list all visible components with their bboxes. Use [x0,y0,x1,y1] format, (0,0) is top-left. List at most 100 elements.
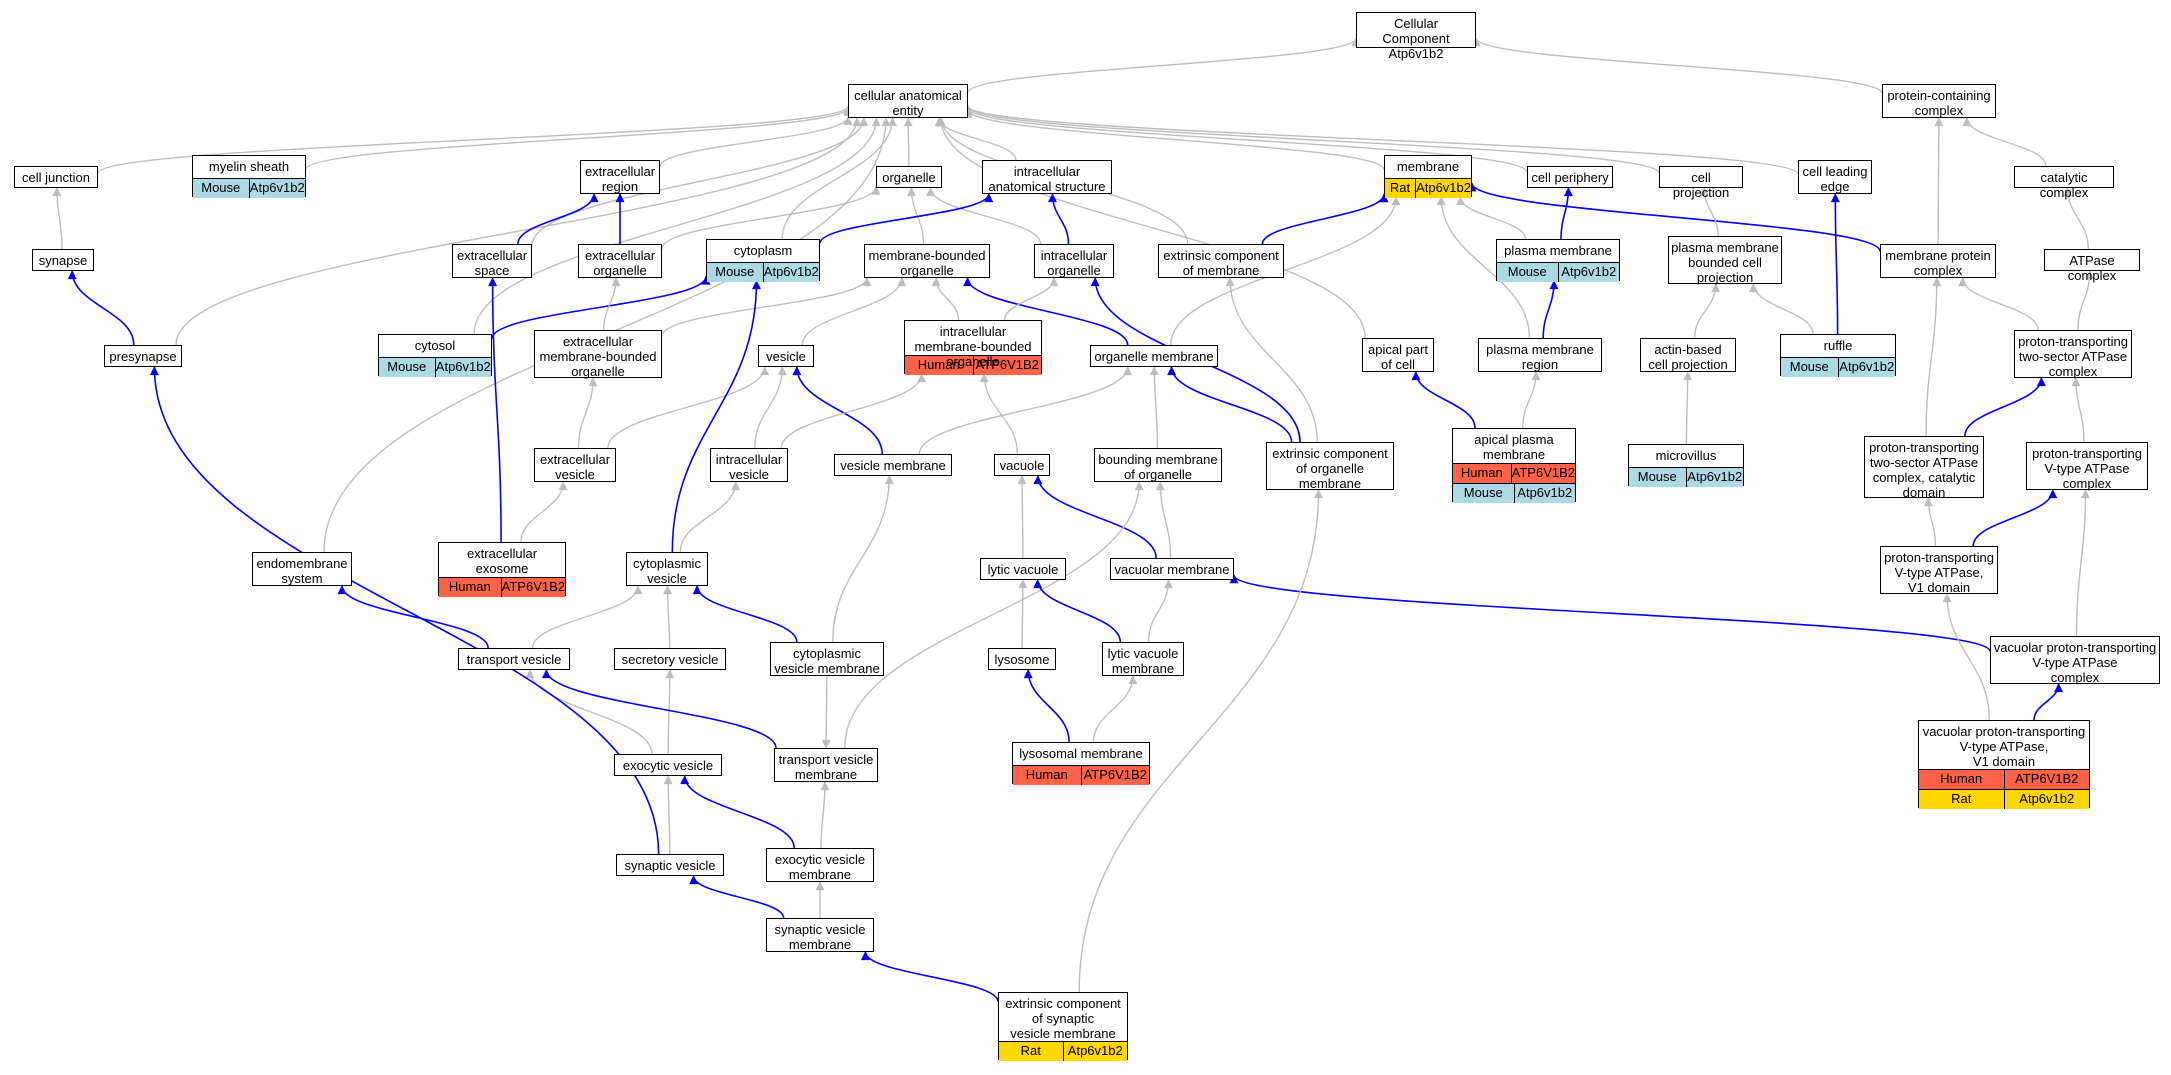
go-term-node[interactable]: extracellular space [452,244,532,278]
go-term-node[interactable]: transport vesicle [458,648,570,670]
go-term-node[interactable]: extrinsic component of organelle membran… [1266,442,1394,491]
is-a-edge [1436,196,1531,339]
is-a-edge [1147,579,1173,643]
go-term-label: extrinsic component of synaptic vesicle … [1005,996,1121,1041]
go-term-node[interactable]: transport vesicle membrane [774,748,878,782]
is-a-edge [979,373,1019,455]
go-term-node[interactable]: organelle membrane [1090,345,1218,367]
go-term-node[interactable]: cell junction [14,166,98,188]
go-term-node[interactable]: cytoplasmic vesicle membrane [770,642,884,676]
go-term-node[interactable]: proton-transporting V-type ATPase, V1 do… [1880,546,1998,595]
go-term-node[interactable]: presynapse [104,345,182,367]
go-term-node[interactable]: proton-transporting two-sector ATPase co… [2014,330,2132,379]
species-cell: Human [1460,465,1503,480]
go-term-node[interactable]: intracellular organelle [1034,244,1114,278]
go-term-node[interactable]: proton-transporting V-type ATPase comple… [2026,442,2148,491]
go-term-node[interactable]: vacuole [994,454,1050,476]
go-term-node[interactable]: bounding membrane of organelle [1094,448,1222,482]
go-term-label: presynapse [109,349,177,364]
go-term-node[interactable]: lytic vacuole membrane [1102,642,1184,676]
go-term-node[interactable]: synaptic vesicle [616,854,724,876]
go-term-node[interactable]: extrinsic component of synaptic vesicle … [998,992,1128,1061]
go-term-node[interactable]: proton-transporting two-sector ATPase co… [1864,436,1984,500]
go-term-node[interactable]: plasma membrane bounded cell projection [1668,236,1782,285]
go-term-node[interactable]: extracellular organelle [578,244,662,278]
go-term-node[interactable]: intracellular anatomical structure [982,160,1112,194]
go-term-label: apical plasma membrane [1474,432,1554,462]
go-term-node[interactable]: organelle [876,166,942,188]
part-of-edge [1048,193,1070,245]
go-term-node[interactable]: exocytic vesicle [614,754,722,776]
go-term-node[interactable]: endomembrane system [252,552,352,586]
go-term-node[interactable]: extracellular membrane-bounded organelle [534,330,662,379]
go-term-node[interactable]: synapse [32,249,94,271]
go-term-node[interactable]: catalytic complex [2014,166,2114,200]
part-of-edge [1033,579,1122,643]
species-cell: Mouse [715,264,755,279]
go-term-node[interactable]: cell projection [1659,166,1743,200]
is-a-edge [659,115,853,167]
go-term-node[interactable]: synaptic vesicle membrane [766,918,874,952]
go-term-label: extracellular space [456,248,528,278]
go-term-label: proton-transporting V-type ATPase, V1 do… [1884,550,1994,595]
go-term-node[interactable]: ATPase complex [2044,249,2140,283]
go-term-node[interactable]: cellular anatomical entity [848,84,968,118]
part-of-edge [819,193,994,244]
go-term-node[interactable]: lysosome [988,648,1056,670]
is-a-edge [525,669,653,755]
go-term-node[interactable]: cell leading edge [1798,160,1872,194]
go-term-node[interactable]: Cellular Component Atp6v1b2 [1356,12,1476,61]
is-a-edge [52,187,63,250]
part-of-edge [1542,280,1559,339]
go-term-node[interactable]: lytic vacuole [980,558,1066,580]
go-term-node[interactable]: intracellular membrane-bounded organelle… [904,320,1042,375]
go-term-node[interactable]: membrane-bounded organelle [864,244,990,278]
go-term-node[interactable]: cytoplasmic vesicle [626,552,708,586]
species-cell: Rat [1020,1043,1041,1058]
go-term-node[interactable]: vacuolar proton-transporting V-type ATPa… [1918,720,2090,809]
go-term-node[interactable]: exocytic vesicle membrane [766,848,874,882]
go-term-label: synaptic vesicle [624,858,716,873]
part-of-edge [2033,683,2064,721]
go-term-node[interactable]: secretory vesicle [614,648,726,670]
go-term-node[interactable]: extrinsic component of membrane [1158,244,1284,278]
go-term-label: vacuole [999,458,1045,473]
go-term-node[interactable]: apical part of cell [1362,338,1434,372]
go-term-node[interactable]: vesicle [758,345,814,367]
go-term-node[interactable]: intracellular vesicle [710,448,788,482]
go-term-node[interactable]: vacuolar proton-transporting V-type ATPa… [1990,636,2160,685]
go-term-node[interactable]: protein-containing complex [1882,84,1996,118]
go-term-node[interactable]: cell periphery [1527,166,1613,188]
go-term-node[interactable]: vacuolar membrane [1110,558,1234,580]
gene-cell: Atp6v1b2 [248,179,306,198]
go-term-label: cytoplasm [733,243,793,258]
go-term-node[interactable]: vesicle membrane [834,454,952,476]
part-of-edge [1229,574,1991,653]
is-a-edge [1018,579,1028,649]
is-a-edge [931,277,960,321]
gene-cell: Atp6v1b2 [1062,1042,1128,1061]
is-a-edge [97,105,853,174]
is-a-edge [1942,593,1990,721]
gene-cell: Atp6v1b2 [1513,484,1576,503]
go-term-node[interactable]: actin-based cell projection [1640,338,1736,372]
go-term-label: plasma membrane bounded cell projection [1671,240,1779,285]
go-term-node[interactable]: plasma membrane region [1478,338,1602,372]
is-a-edge [963,108,1385,171]
go-term-node[interactable]: extracellular region [580,160,660,194]
species-cell: Mouse [1637,469,1677,484]
go-term-node[interactable]: membrane protein complex [1880,244,1996,278]
go-term-node[interactable]: extracellular vesicle [534,448,616,482]
